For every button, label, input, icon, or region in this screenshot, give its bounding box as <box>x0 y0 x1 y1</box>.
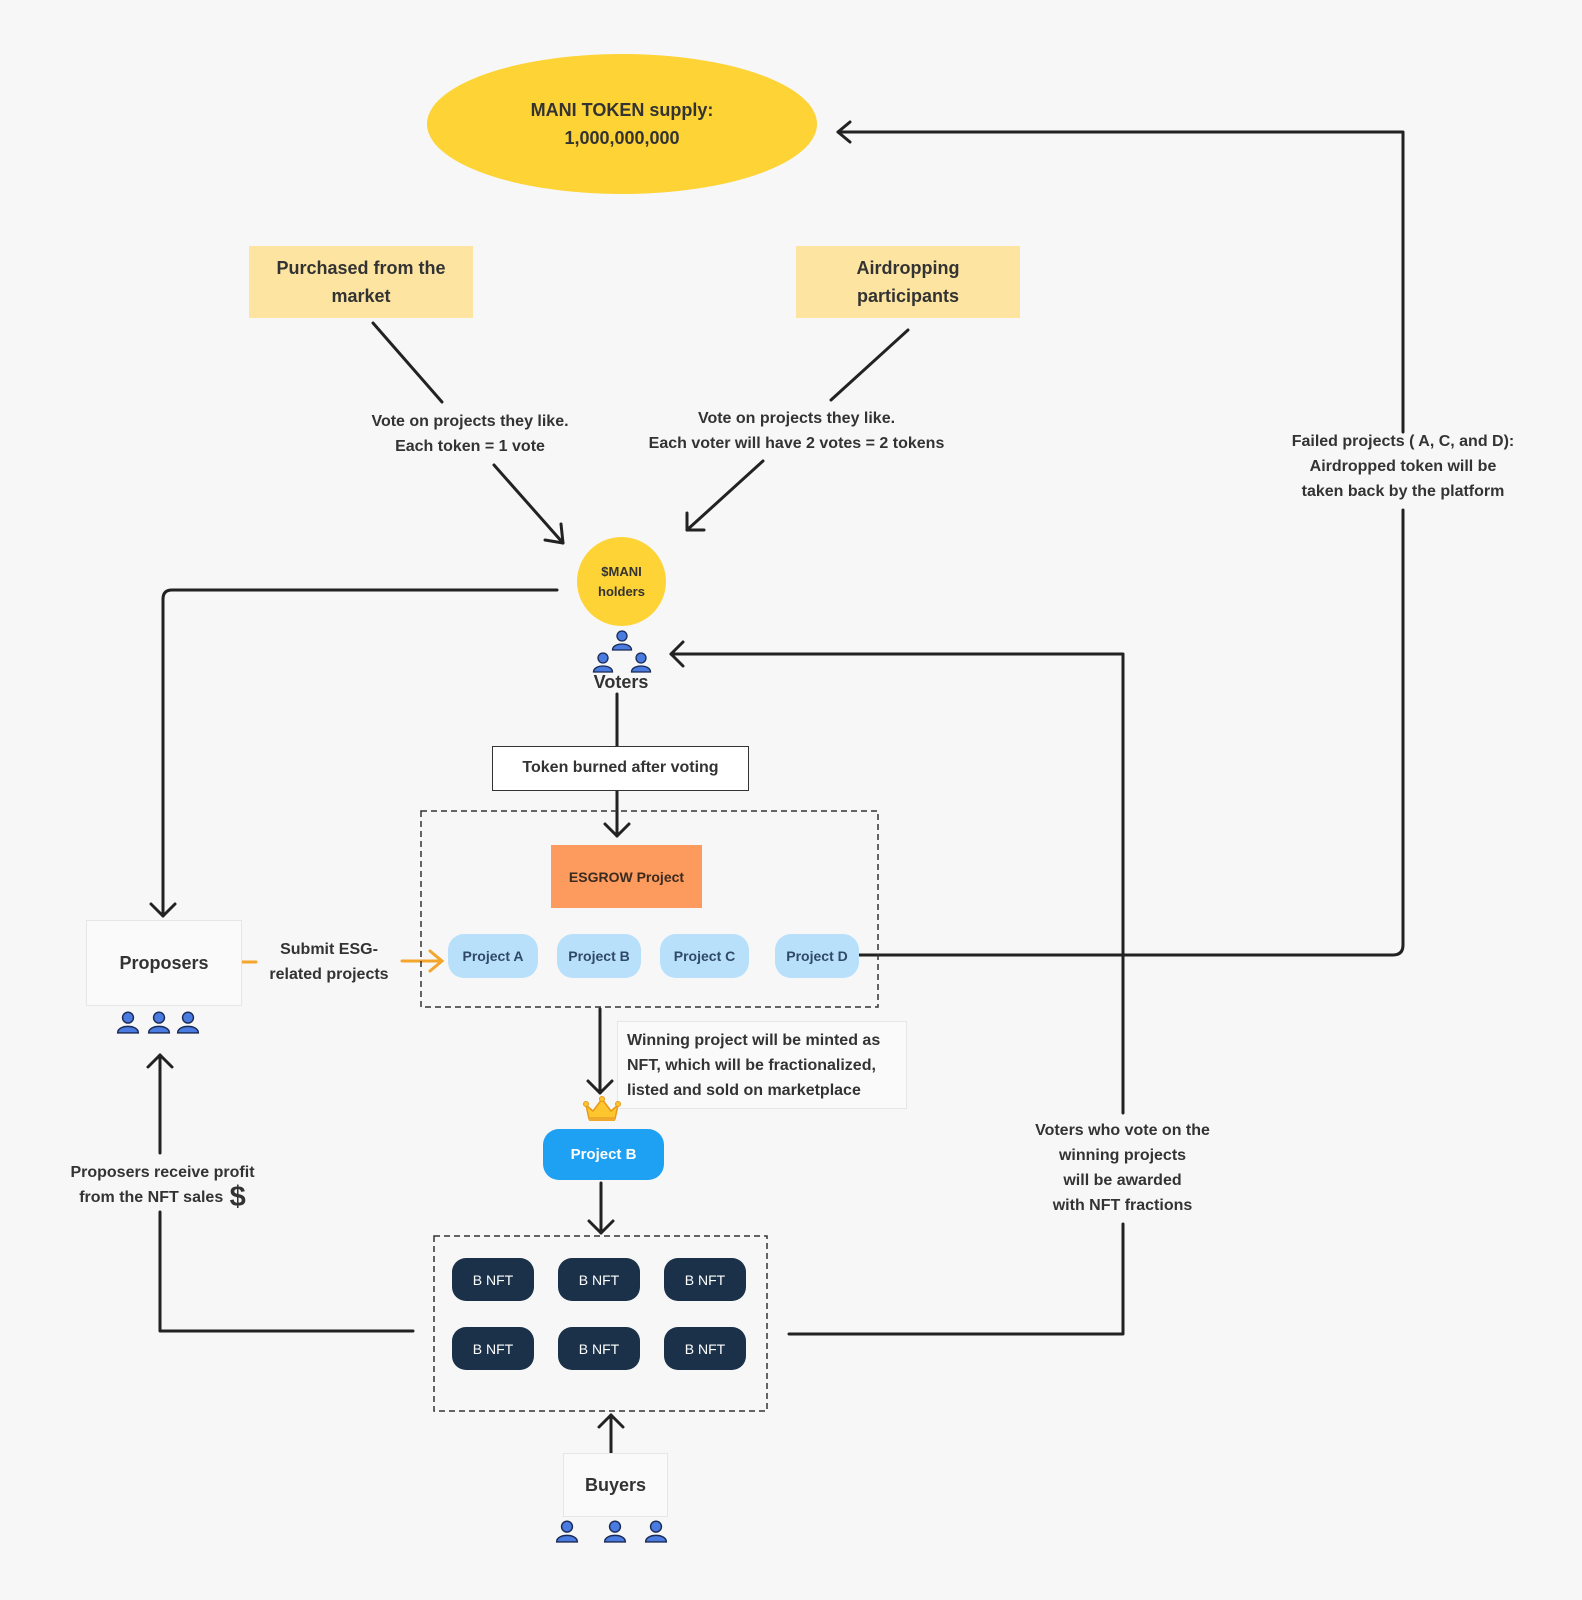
user-icon <box>147 1010 171 1039</box>
failed-loop-lower <box>857 508 1405 957</box>
failed-line-1: Failed projects ( A, C, and D): <box>1291 433 1515 450</box>
winning-line-3: listed and sold on marketplace <box>627 1082 861 1099</box>
nfts-to-proposers-lower <box>158 1210 415 1333</box>
failed-loop-upper <box>836 130 1405 434</box>
supply-amount: 1,000,000,000 <box>564 128 680 148</box>
market-arrow-line <box>492 463 565 545</box>
nfts-to-voters-upper <box>669 652 1125 1115</box>
airdrop-arrowhead <box>685 511 706 532</box>
winning-project-b: Project B <box>543 1129 664 1180</box>
holders-line-1: $MANI <box>601 563 642 579</box>
awarded-line-4: with NFT fractions <box>1052 1197 1193 1214</box>
submit-arrowhead <box>428 949 445 973</box>
crown-icon <box>583 1096 621 1123</box>
nft-fraction: B NFT <box>452 1327 534 1370</box>
proposers-arrowhead <box>149 902 177 918</box>
nft-fraction: B NFT <box>664 1258 746 1301</box>
airdrop-arrow-line <box>685 459 765 532</box>
winning-line-2: NFT, which will be fractionalized, <box>627 1057 876 1074</box>
mani-holders-node: $MANI holders <box>577 537 666 626</box>
supply-arrowhead <box>836 120 852 144</box>
esgrow-project-node: ESGROW Project <box>551 845 702 908</box>
vote-market-line-2: Each token = 1 vote <box>395 438 545 455</box>
nft-fraction: B NFT <box>664 1327 746 1370</box>
profit-line-1: Proposers receive profit <box>70 1164 255 1181</box>
user-icon <box>592 651 614 678</box>
vote-airdrop-line-1: Vote on projects they like. <box>697 410 896 427</box>
failed-line-2: Airdropped token will be <box>1309 458 1497 475</box>
nfts-arrowhead <box>587 1219 615 1235</box>
profit-line-2-text: from the NFT sales <box>79 1189 224 1206</box>
user-icon <box>176 1010 200 1039</box>
market-arrowhead <box>543 522 565 545</box>
winning-project-note: Winning project will be minted as NFT, w… <box>617 1021 907 1109</box>
vote-airdrop-line-2: Each voter will have 2 votes = 2 tokens <box>648 435 945 452</box>
failed-line-3: taken back by the platform <box>1301 483 1505 500</box>
user-icon <box>116 1010 140 1039</box>
submit-line-1: Submit ESG- <box>280 941 378 958</box>
project-b: Project B <box>557 934 641 978</box>
user-icon <box>603 1519 627 1548</box>
submit-line-2: related projects <box>269 966 389 983</box>
vote-market-line-1: Vote on projects they like. <box>371 413 569 430</box>
project-d: Project D <box>775 934 859 978</box>
market-line-2: market <box>331 286 391 306</box>
dollar-icon: $ <box>229 1181 246 1213</box>
vote-market-label: Vote on projects they like. Each token =… <box>340 409 600 459</box>
esgrow-arrowhead <box>603 822 631 838</box>
airdrop-source-note: Airdropping participants <box>796 246 1020 318</box>
airdrop-connector <box>829 328 910 402</box>
nfts-to-voters-lower <box>787 1222 1125 1336</box>
buyers-label: Buyers <box>584 1474 647 1495</box>
airdrop-line-1: Airdropping <box>856 258 960 278</box>
supply-label: MANI TOKEN supply: <box>530 100 714 120</box>
buyers-box: Buyers <box>563 1453 668 1517</box>
user-icon <box>644 1519 668 1548</box>
buyers-arrowhead <box>597 1413 625 1429</box>
projects-container <box>420 810 879 1008</box>
user-icon <box>630 651 652 678</box>
user-icon <box>611 629 633 656</box>
awarded-line-1: Voters who vote on the <box>1035 1122 1210 1139</box>
proposers-label: Proposers <box>119 952 209 973</box>
market-connector <box>371 321 444 404</box>
nft-fraction: B NFT <box>452 1258 534 1301</box>
voters-awarded-label: Voters who vote on the winning projects … <box>1000 1118 1245 1218</box>
holders-line-2: holders <box>598 583 645 599</box>
token-supply-node: MANI TOKEN supply: 1,000,000,000 <box>427 54 817 194</box>
winning-line-1: Winning project will be minted as <box>627 1032 881 1049</box>
market-line-1: Purchased from the <box>276 258 446 278</box>
profit-line-2: from the NFT sales $ <box>55 1183 270 1212</box>
nft-fraction: B NFT <box>558 1258 640 1301</box>
proposers-up-arrowhead <box>146 1053 174 1069</box>
nfts-container <box>433 1235 768 1412</box>
token-burned-box: Token burned after voting <box>492 746 749 791</box>
holders-to-proposers <box>161 588 559 918</box>
proposers-box: Proposers <box>86 920 242 1006</box>
nft-fraction: B NFT <box>558 1327 640 1370</box>
failed-projects-label: Failed projects ( A, C, and D): Airdropp… <box>1260 429 1546 504</box>
airdrop-line-2: participants <box>856 286 960 306</box>
project-c: Project C <box>660 934 749 978</box>
winner-arrowhead <box>586 1079 614 1095</box>
awarded-line-3: will be awarded <box>1063 1172 1182 1189</box>
user-icon <box>555 1519 579 1548</box>
voters-arrowhead <box>669 640 685 668</box>
awarded-line-2: winning projects <box>1058 1147 1187 1164</box>
project-a: Project A <box>448 934 538 978</box>
market-source-note: Purchased from the market <box>249 246 473 318</box>
profit-label: Proposers receive profit from the NFT sa… <box>55 1160 270 1212</box>
submit-projects-label: Submit ESG- related projects <box>258 937 400 987</box>
voters-label: Voters <box>593 672 649 692</box>
vote-airdrop-label: Vote on projects they like. Each voter w… <box>624 406 969 456</box>
